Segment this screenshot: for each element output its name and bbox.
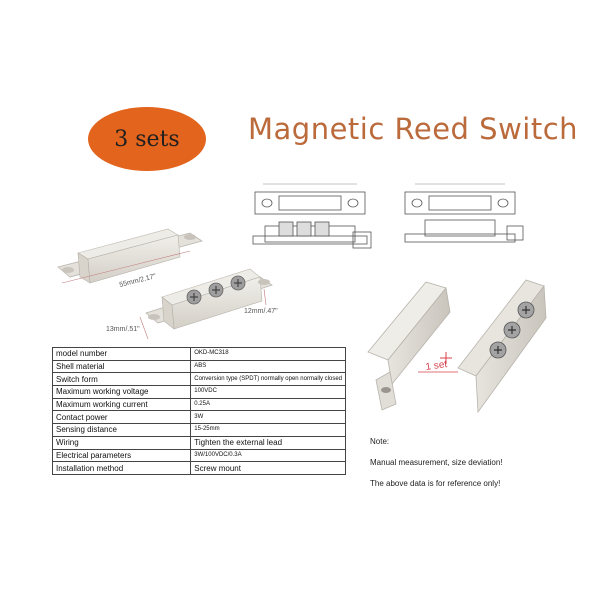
spec-value: Screw mount	[190, 461, 346, 475]
screw-terminals	[186, 275, 246, 305]
spec-key: Shell material	[51, 359, 192, 374]
spec-value: 15-25mm	[190, 423, 346, 437]
spec-value: OKD-MC318	[190, 347, 346, 361]
sets-badge-label: 3 sets	[114, 126, 180, 152]
spec-key: Sensing distance	[51, 423, 192, 437]
spec-value: Conversion type (SPDT) normally open nor…	[190, 372, 346, 387]
spec-key: Installation method	[51, 461, 192, 475]
spec-value: 100VDC	[190, 385, 346, 399]
spec-value: Tighten the external lead	[190, 435, 346, 450]
spec-key: Electrical parameters	[51, 448, 192, 463]
spec-value: 3W/100VDC/0.3A	[190, 448, 346, 463]
spec-key: Wiring	[51, 435, 192, 450]
magnet-body	[57, 228, 203, 284]
product-photo-right: 1 set	[367, 279, 547, 414]
drawing-magnet	[404, 183, 524, 243]
height-label: 12mm/.47"	[244, 308, 278, 315]
one-set-callout: 1 set	[425, 359, 448, 373]
spec-value: 0.25A	[190, 397, 346, 412]
set-magnet	[367, 281, 451, 411]
note-heading: Note:	[370, 437, 390, 446]
switch-body	[145, 268, 273, 330]
spec-key: Switch form	[51, 372, 192, 387]
technical-drawings	[252, 183, 524, 249]
drawing-switch	[252, 183, 372, 249]
note-line-1: Manual measurement, size deviation!	[370, 458, 503, 467]
spec-value: 3W	[190, 410, 346, 425]
width-label: 13mm/.51"	[106, 326, 140, 333]
spec-key: model number	[51, 347, 192, 361]
note-line-2: The above data is for reference only!	[370, 479, 501, 488]
set-switch	[457, 279, 547, 414]
length-label: 55mm/2.17"	[119, 273, 158, 289]
spec-key: Contact power	[51, 410, 192, 425]
page-title: Magnetic Reed Switch	[248, 112, 579, 146]
spec-value: ABS	[190, 359, 346, 374]
note-block: Note: Manual measurement, size deviation…	[370, 436, 503, 499]
spec-key: Maximum working voltage	[51, 385, 192, 399]
spec-key: Maximum working current	[51, 397, 192, 412]
sets-badge: 3 sets	[88, 107, 206, 171]
product-photo-left: 55mm/2.17" 13mm/.51" 12mm/.47"	[57, 228, 278, 340]
